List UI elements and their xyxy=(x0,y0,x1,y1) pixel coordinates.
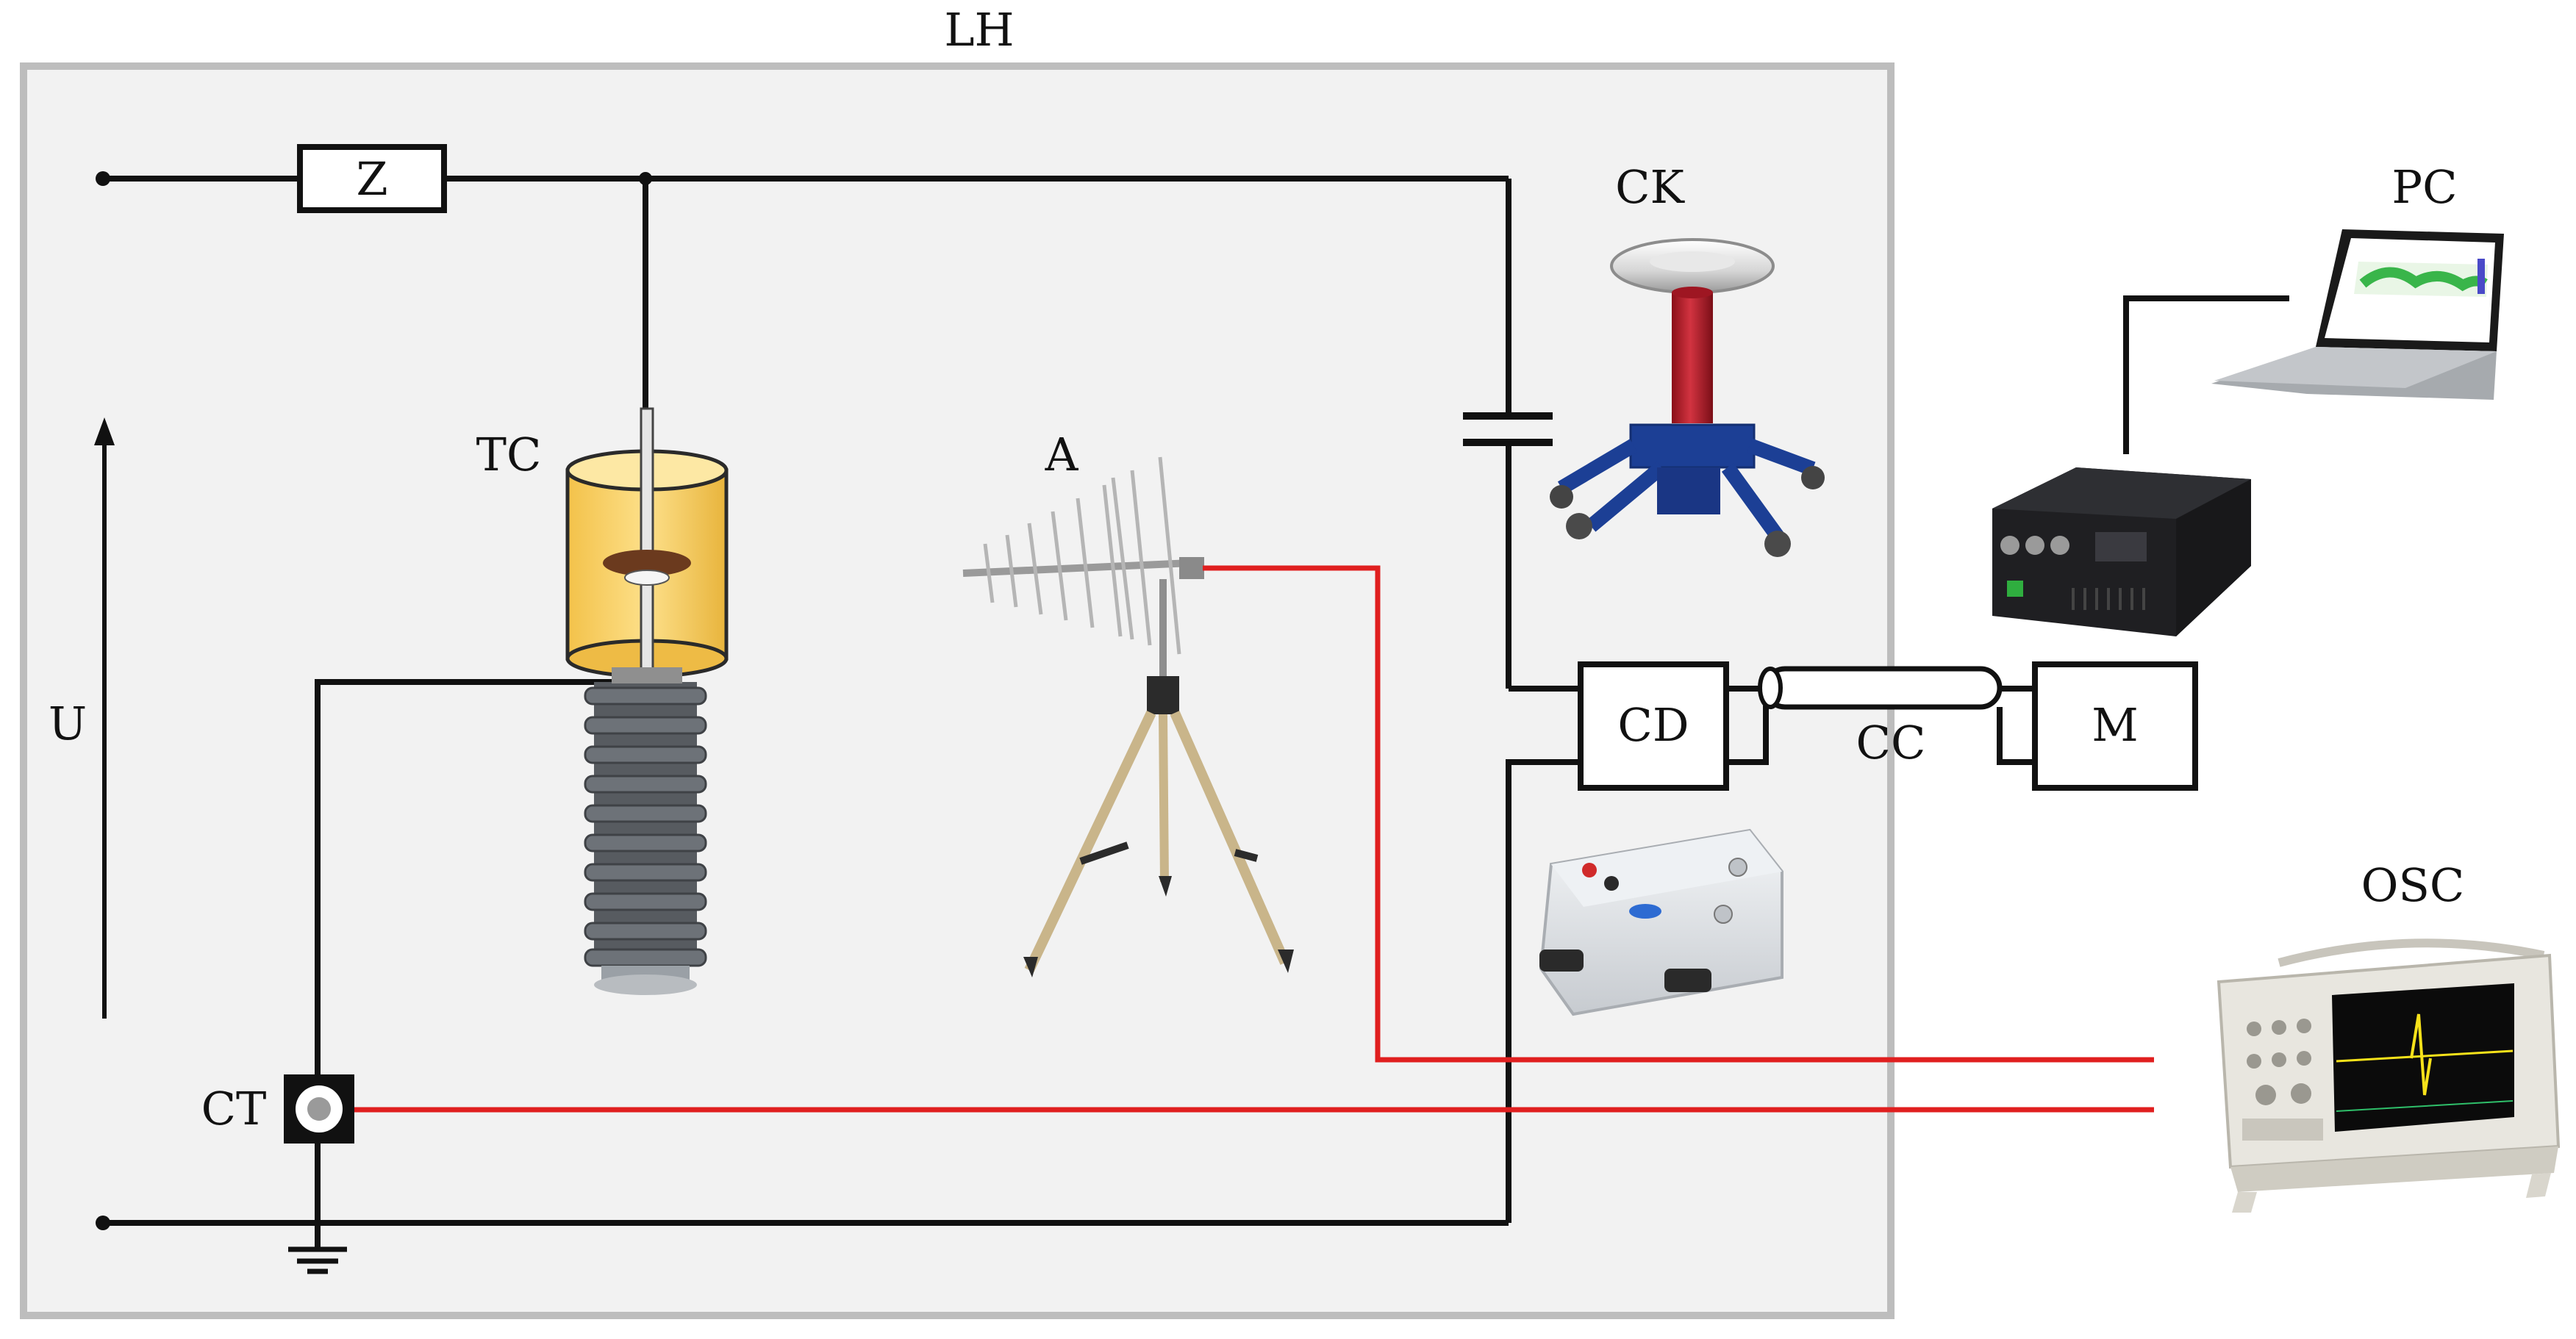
capacitor-symbol xyxy=(1463,412,1553,446)
test-cell-label: TC xyxy=(476,428,542,481)
top-terminal-dot xyxy=(96,171,110,186)
coupling-device-box xyxy=(1578,661,1729,791)
antenna: A xyxy=(962,428,1294,977)
computer-label: PC xyxy=(2391,160,2457,214)
coaxial-cable-label: CC xyxy=(1856,716,1926,769)
impedance-z: Z xyxy=(297,144,447,213)
coupling-device-label: CD xyxy=(1617,698,1689,752)
ground-symbol-icon xyxy=(288,1246,347,1274)
computer: PC xyxy=(2211,160,2504,400)
measuring-unit: M xyxy=(2032,661,2198,791)
impedance-label: Z xyxy=(356,152,387,206)
voltage-arrow: U xyxy=(49,417,115,1019)
antenna-label: A xyxy=(1045,428,1079,481)
oscilloscope-label: OSC xyxy=(2361,858,2465,912)
lab-hall-label: LH xyxy=(944,3,1014,57)
voltage-label: U xyxy=(49,697,87,750)
coaxial-cable-body xyxy=(1763,666,2003,710)
impedance-box xyxy=(297,144,447,213)
coupling-capacitor: CK xyxy=(1550,160,1825,557)
bottom-terminal-dot xyxy=(96,1216,110,1230)
test-cell: TC xyxy=(476,407,729,995)
oscilloscope: OSC xyxy=(2217,858,2561,1213)
coupling-device-box-icon xyxy=(1539,828,1783,1016)
cd-to-cable-lower xyxy=(1726,706,1769,765)
current-transformer-label: CT xyxy=(201,1082,267,1135)
test-cell-junction-dot xyxy=(639,172,652,185)
signal-lines xyxy=(354,565,2154,1113)
electrode-disc xyxy=(603,550,691,576)
pd-acquisition-unit-icon xyxy=(1992,467,2251,636)
oil-test-cell-icon xyxy=(565,407,729,683)
measuring-unit-label: M xyxy=(2092,698,2138,752)
cable-to-m-lower xyxy=(1997,707,2035,765)
m-to-pc-wire xyxy=(2123,295,2289,454)
current-transformer: CT xyxy=(201,1074,354,1144)
measuring-unit-box xyxy=(2032,661,2198,791)
coupling-capacitor-label: CK xyxy=(1615,160,1685,214)
laptop-icon xyxy=(2211,229,2504,400)
oscilloscope-icon xyxy=(2217,938,2561,1213)
tripod-stand-icon xyxy=(1023,676,1294,977)
antenna-signal-line xyxy=(1203,565,2154,1063)
coupling-device: CD xyxy=(1578,661,1729,791)
voltage-arrowhead-icon xyxy=(94,417,115,445)
test-cell-ground-wire xyxy=(315,679,645,1074)
circuit-wiring xyxy=(103,176,2289,1248)
bushing-insulator-icon xyxy=(584,682,707,995)
cd-return-wire xyxy=(1506,759,1581,1223)
coaxial-cable: CC xyxy=(1758,666,2003,769)
coupling-capacitor-icon xyxy=(1550,238,1825,557)
log-periodic-antenna-icon xyxy=(962,456,1204,685)
